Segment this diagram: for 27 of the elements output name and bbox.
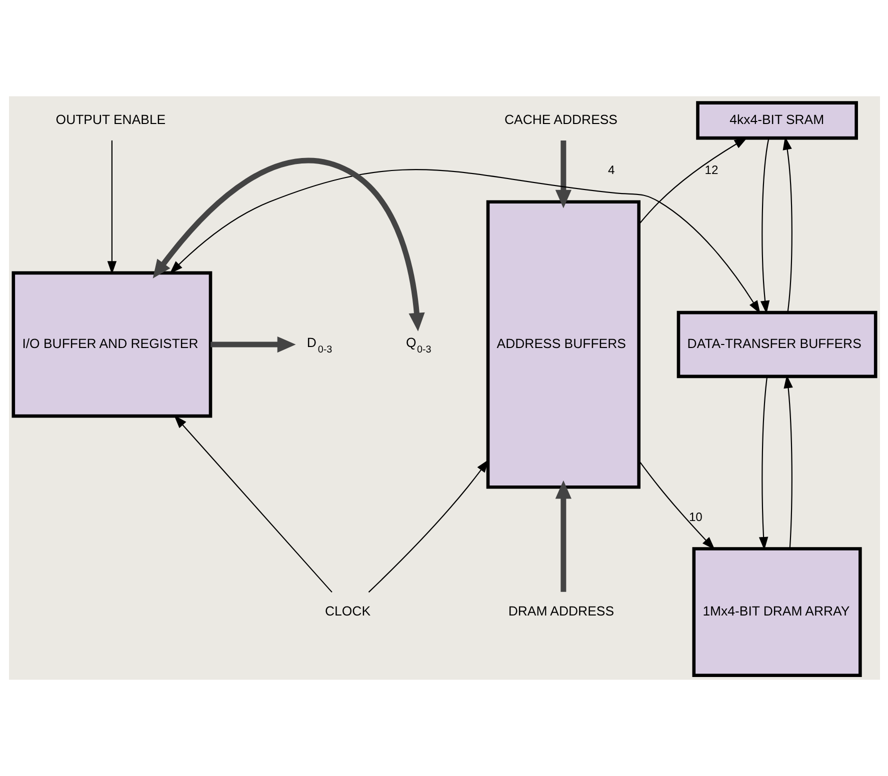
node-text: CLOCK (324, 603, 370, 618)
arrow (758, 376, 768, 550)
arrow (554, 140, 571, 208)
node-box: 1Mx4-BIT DRAM ARRAY (692, 547, 862, 678)
node-box: I/O BUFFER AND REGISTER (11, 271, 212, 418)
arrow (638, 137, 748, 224)
node-box: 4kx4-BIT SRAM (696, 101, 858, 140)
node-text: OUTPUT ENABLE (55, 112, 166, 127)
node-box: DATA-TRANSFER BUFFERS (676, 310, 877, 378)
node-text: D$_{0-3}$ (306, 334, 332, 356)
arrow (760, 138, 770, 314)
edge-label: 12 (704, 163, 718, 178)
edge-label: 4 (608, 163, 614, 178)
edge-label: 10 (688, 510, 702, 524)
node-text: DRAM ADDRESS (508, 603, 614, 618)
arrow (554, 480, 571, 592)
node-text: Q$_{0-3}$ (405, 334, 431, 356)
arrow (152, 158, 424, 332)
arrow (782, 136, 792, 312)
arrow (210, 336, 296, 353)
arrow (368, 459, 488, 593)
arrow (169, 169, 760, 314)
arrow (638, 460, 714, 550)
node-box: ADDRESS BUFFERS (486, 200, 640, 489)
arrow (173, 415, 332, 593)
node-text: CACHE ADDRESS (504, 112, 618, 127)
arrow (106, 140, 116, 274)
